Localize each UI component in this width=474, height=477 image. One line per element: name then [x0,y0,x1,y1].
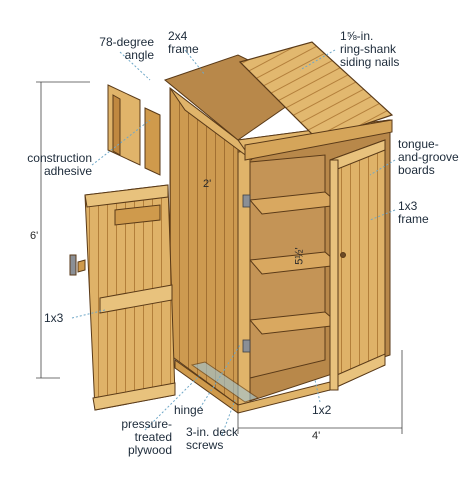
frame-1x2-label: 1x2 [312,403,332,417]
floor-frame [174,359,331,414]
leader-lines [71,49,396,436]
pressure-treated-plywood-label: pressure- treated plywood [121,417,172,457]
width-dimension-label: 4' [312,430,321,442]
height-dimension-label: 6' [30,230,39,242]
hinge-graphic [242,194,251,353]
roof-panel [238,41,394,141]
angle-label: 78-degree angle [99,35,154,62]
hinge-label: hinge [174,403,204,417]
frame-2x4-label: 2x4 frame [168,29,199,56]
height-dimension-line [36,81,90,379]
frame-1x3-right-label: 1x3 frame [398,199,429,226]
construction-adhesive-label: construction adhesive [27,151,92,178]
siding-nails-label: 1⅝-in. ring-shank siding nails [340,29,400,69]
depth-dimension-label: 2' [203,178,212,190]
left-door-detached [69,184,176,411]
deck-screws-label: 3-in. deck screws [186,425,239,452]
exploded-gable-pieces [107,84,161,176]
shelf-spacing-label: 5½' [293,247,306,265]
right-door [329,139,386,391]
front-gable [169,87,253,161]
tongue-and-groove-boards-label: tongue- and-groove boards [398,137,459,177]
roof-fascia [244,119,393,161]
frame-1x3-left-label: 1x3 [44,311,64,325]
